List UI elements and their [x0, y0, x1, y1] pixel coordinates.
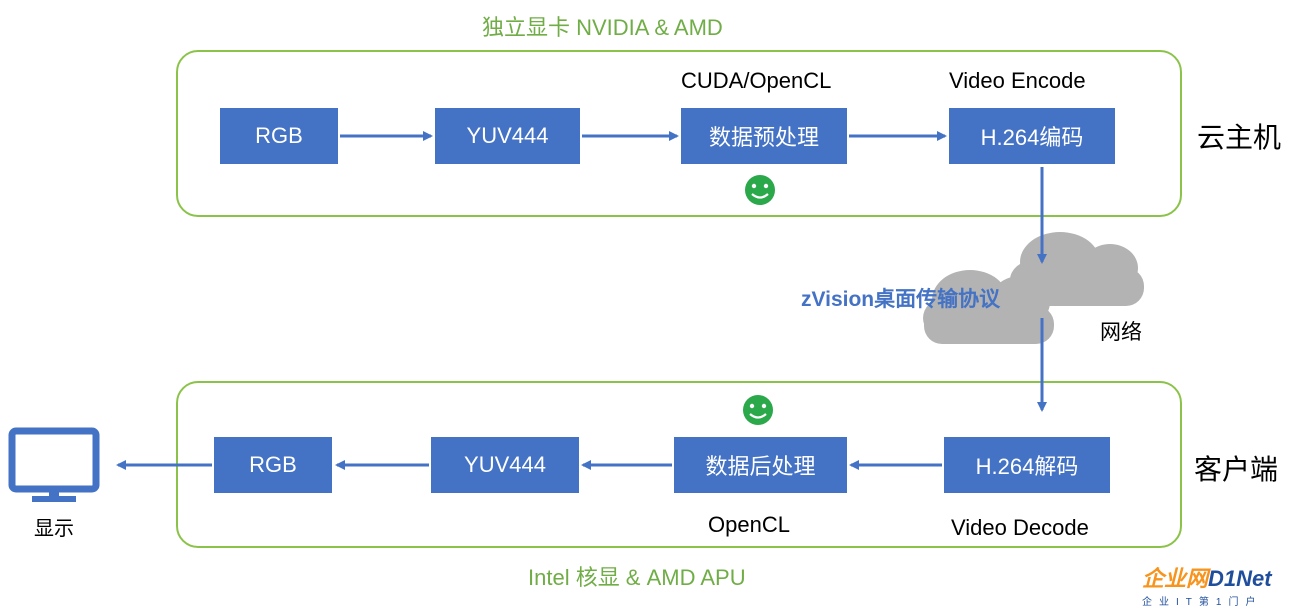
preprocess-label: CUDA/OpenCL: [681, 68, 832, 93]
bottom-title: Intel 核显 & AMD APU: [528, 565, 746, 590]
server-rgb-node: RGB: [220, 108, 338, 164]
display-label: 显示: [34, 518, 74, 540]
client-rgb-node: RGB: [214, 437, 332, 493]
top-title: 独立显卡 NVIDIA & AMD: [482, 15, 723, 40]
client-yuv444-node: YUV444: [431, 437, 579, 493]
smiley-icon: [745, 175, 775, 205]
d1net-logo: 企业网D1Net 企业IT第1门户: [1142, 566, 1272, 608]
protocol-label: zVision桌面传输协议: [801, 288, 1001, 311]
client-decode-node: H.264解码: [944, 437, 1110, 493]
decode-label: Video Decode: [951, 515, 1089, 540]
client-label: 客户端: [1194, 454, 1279, 485]
server-preprocess-node: 数据预处理: [681, 108, 847, 164]
server-label: 云主机: [1197, 122, 1282, 153]
postprocess-label: OpenCL: [708, 512, 790, 537]
smiley-icon: [743, 395, 773, 425]
monitor-icon: [8, 427, 100, 502]
network-label: 网络: [1100, 321, 1142, 344]
server-encode-node: H.264编码: [949, 108, 1115, 164]
client-postprocess-node: 数据后处理: [674, 437, 847, 493]
server-group-frame: [176, 50, 1182, 217]
encode-label: Video Encode: [949, 68, 1086, 93]
server-yuv444-node: YUV444: [435, 108, 580, 164]
